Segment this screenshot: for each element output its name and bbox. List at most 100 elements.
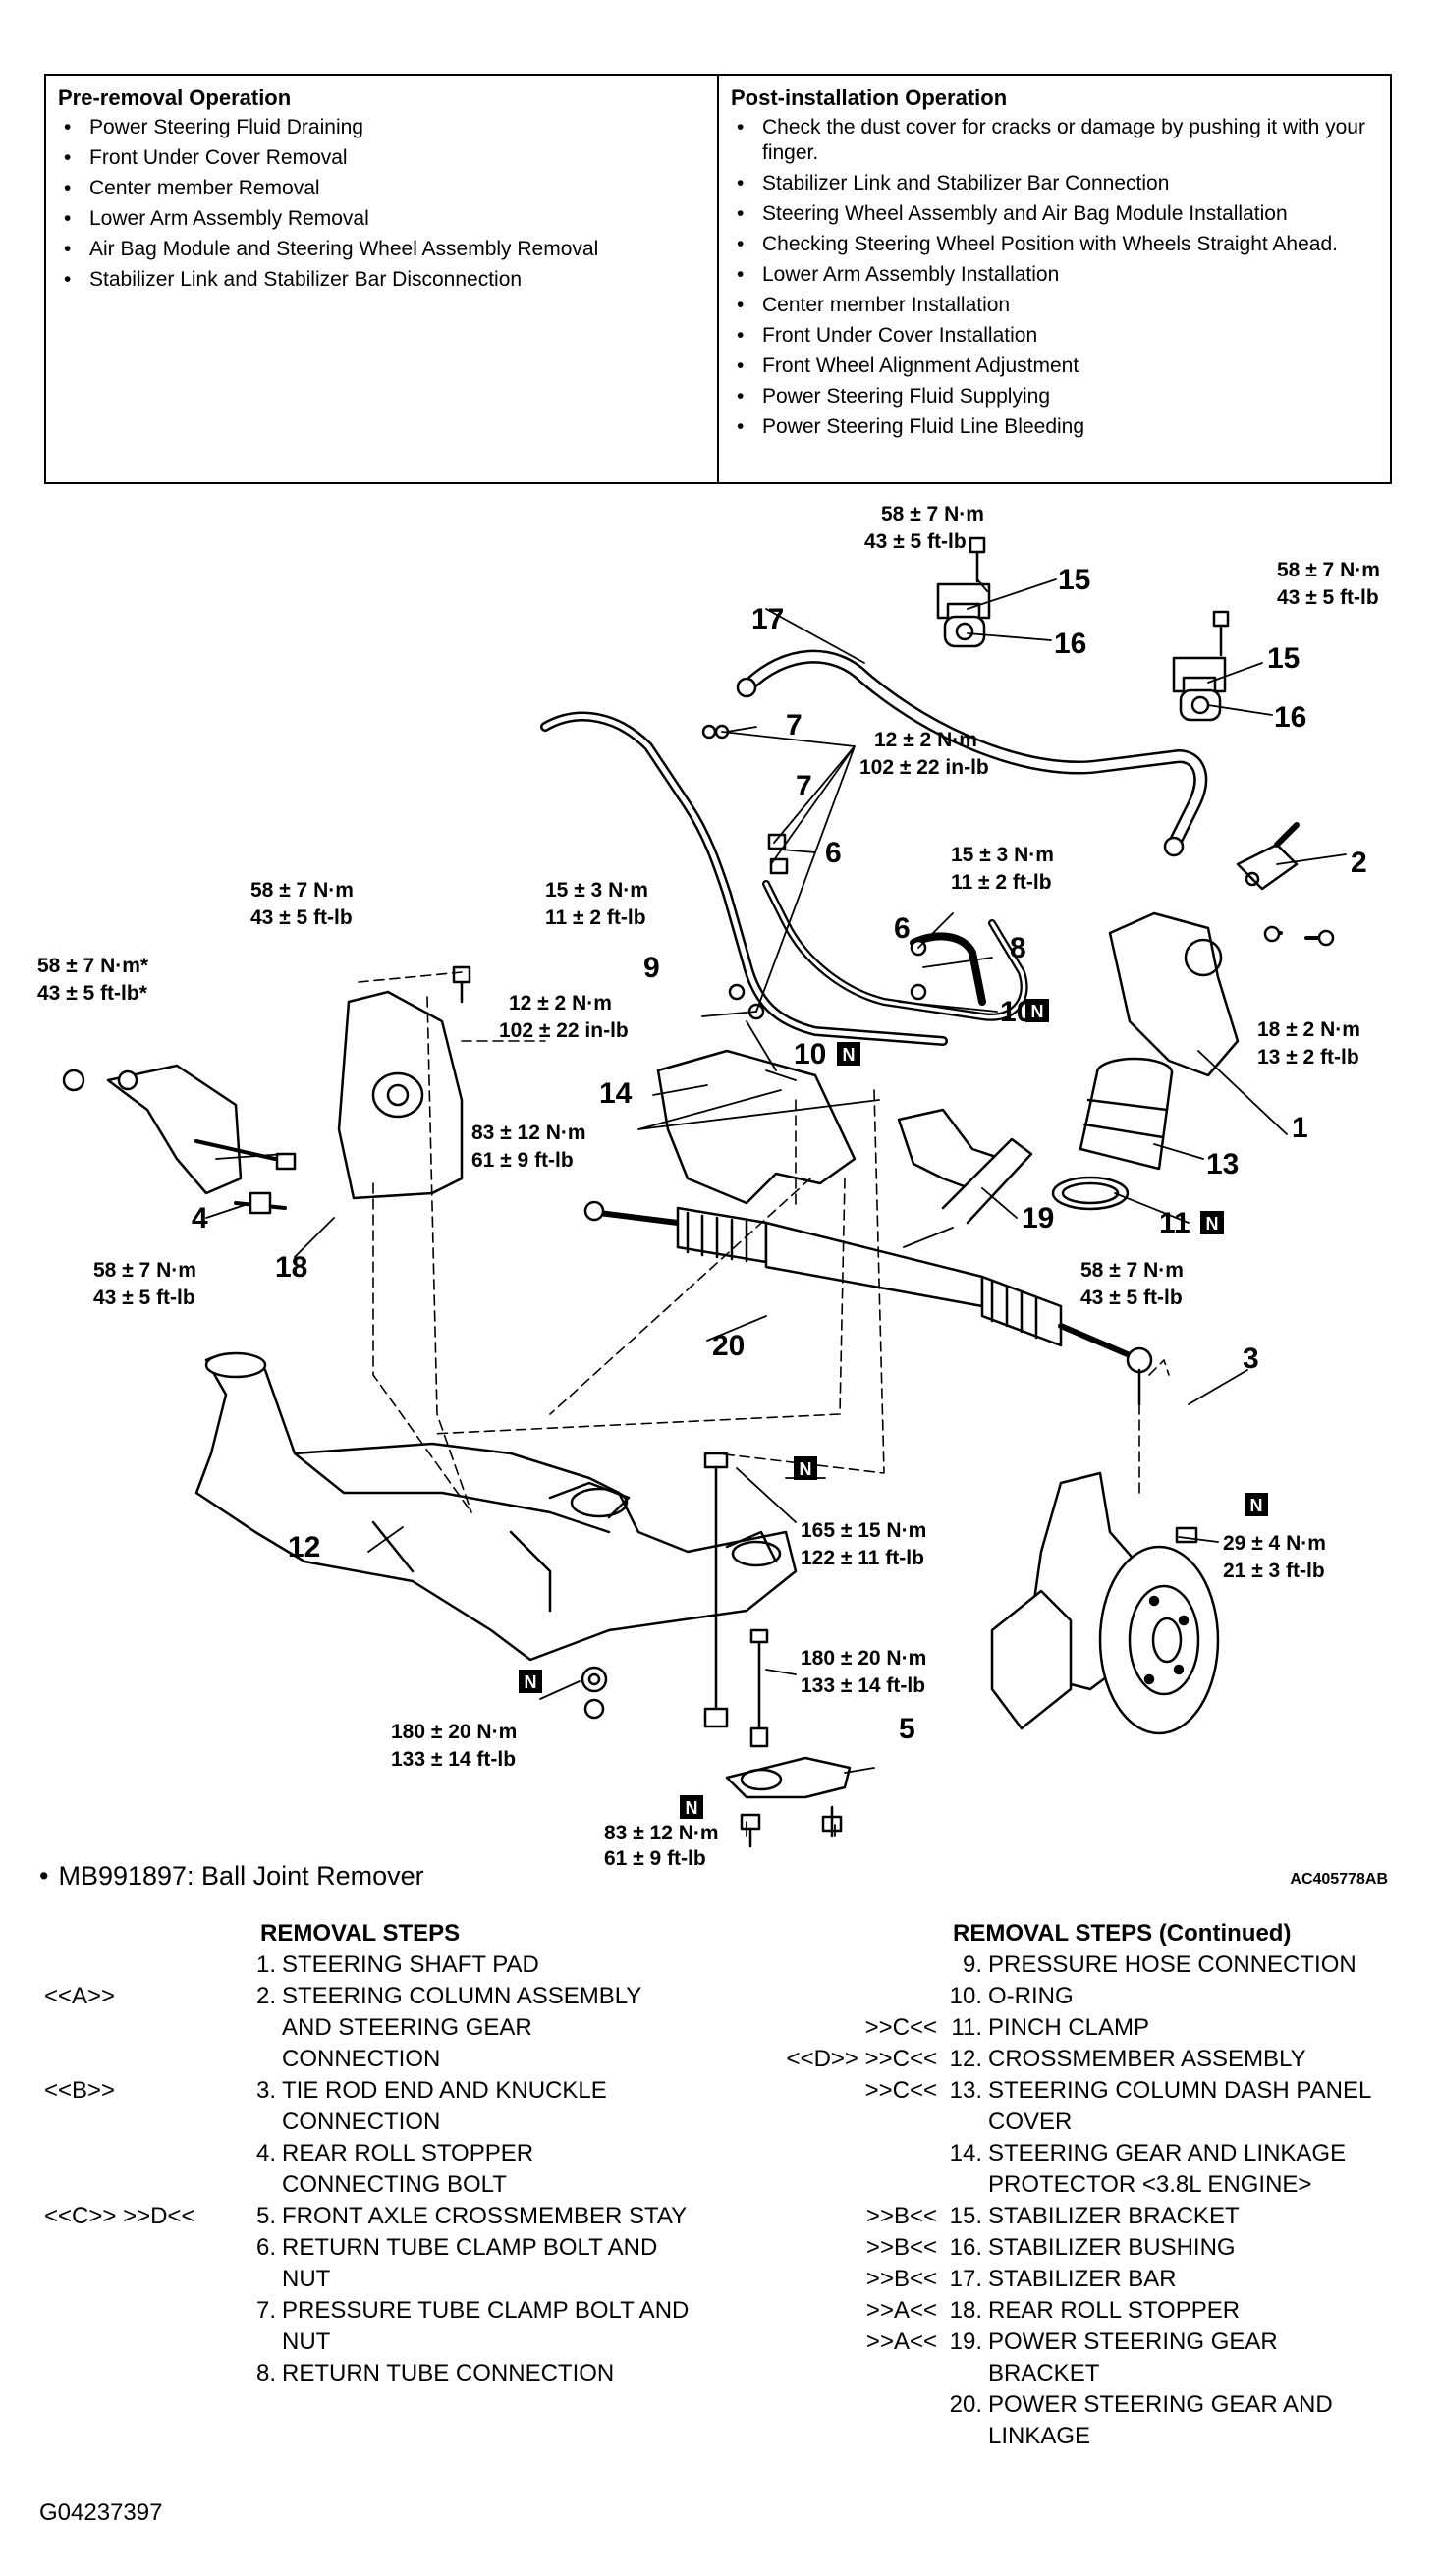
callout-4: 4	[192, 1202, 208, 1234]
torque-label: 43 ± 5 ft-lb	[864, 530, 967, 553]
callout-1: 1	[1292, 1112, 1308, 1144]
torque-label: 58 ± 7 N·m	[250, 879, 354, 902]
list-item: Power Steering Fluid Line Bleeding	[731, 414, 1378, 440]
callout-5: 5	[899, 1713, 915, 1745]
torque-label: 58 ± 7 N·m	[93, 1259, 196, 1282]
pre-removal-list: Power Steering Fluid Draining Front Unde…	[58, 115, 705, 293]
list-item: Checking Steering Wheel Position with Wh…	[731, 232, 1378, 257]
steering-rack	[583, 1137, 1153, 1406]
callout-12: 12	[288, 1531, 320, 1563]
torque-label: 61 ± 9 ft-lb	[471, 1149, 574, 1172]
pre-removal-title: Pre-removal Operation	[58, 85, 292, 110]
step-row: >>B<<15.STABILIZER BRACKET	[865, 2203, 1240, 2229]
list-item: Power Steering Fluid Supplying	[731, 384, 1378, 410]
bolt	[969, 536, 986, 583]
torque-label: 13 ± 2 ft-lb	[1257, 1046, 1359, 1069]
torque-label: 122 ± 11 ft-lb	[801, 1547, 924, 1569]
callout-17: 17	[751, 603, 784, 635]
callout-10: 10	[794, 1038, 826, 1070]
callout-2: 2	[1351, 847, 1367, 879]
n-mark: N	[1206, 1214, 1219, 1233]
step-row: 10.O-RING	[949, 1983, 1074, 2009]
list-item: Stabilizer Link and Stabilizer Bar Disco…	[58, 267, 705, 293]
n-mark: N	[525, 1672, 537, 1692]
column-boot	[1051, 1057, 1174, 1211]
torque-label: 43 ± 5 ft-lb	[1277, 586, 1379, 609]
crossmember	[194, 1351, 798, 1662]
torque-label: 43 ± 5 ft-lb	[250, 906, 353, 929]
step-row: >>A<<18.REAR ROLL STOPPER	[865, 2297, 1241, 2324]
special-tool: • MB991897: Ball Joint Remover	[39, 1861, 424, 1891]
torque-label: 83 ± 12 N·m	[604, 1822, 719, 1844]
step-row: 20.POWER STEERING GEAR AND LINKAGE	[949, 2391, 1333, 2449]
step-row: <<C>> >>D<<5.FRONT AXLE CROSSMEMBER STAY	[44, 2203, 688, 2229]
torque-label: 102 ± 22 in-lb	[499, 1019, 629, 1042]
exploded-diagram: N N N N N N N 1 2 3 4 5 6 6 7 7 8 9 10 1…	[37, 503, 1380, 1870]
torque-label: 43 ± 5 ft-lb	[1080, 1287, 1183, 1309]
step-row: >>C<<13.STEERING COLUMN DASH PANEL COVER	[864, 2077, 1371, 2135]
torque-label: 58 ± 7 N·m	[1277, 559, 1380, 581]
step-row: 9.PRESSURE HOSE CONNECTION	[962, 1951, 1356, 1978]
callout-10: 10	[1000, 996, 1032, 1028]
operations-table: Pre-removal Operation Power Steering Flu…	[44, 74, 1392, 484]
bullet-icon: •	[39, 1861, 49, 1891]
crossmember-stay	[725, 1756, 852, 1848]
list-item: Stabilizer Link and Stabilizer Bar Conne…	[731, 171, 1378, 196]
torque-label: 83 ± 12 N·m	[471, 1122, 586, 1144]
step-row: <<A>>2.STEERING COLUMN ASSEMBLY AND STEE…	[44, 1983, 641, 2072]
step-row: <<B>>3.TIE ROD END AND KNUCKLE CONNECTIO…	[44, 2077, 607, 2135]
list-item: Lower Arm Assembly Installation	[731, 262, 1378, 288]
torque-label: 102 ± 22 in-lb	[859, 756, 989, 779]
post-installation-title: Post-installation Operation	[731, 85, 1008, 110]
callout-18: 18	[275, 1251, 307, 1284]
leader-lines	[205, 578, 1347, 1837]
list-item: Front Under Cover Removal	[58, 145, 705, 171]
torque-label: 180 ± 20 N·m	[801, 1647, 926, 1670]
torque-specs: 58 ± 7 N·m 43 ± 5 ft-lb 58 ± 7 N·m 43 ± …	[37, 503, 1380, 1870]
list-item: Front Under Cover Installation	[731, 323, 1378, 349]
stabilizer-bracket-left	[936, 582, 991, 648]
step-row: 4.REAR ROLL STOPPER CONNECTING BOLT	[255, 2140, 534, 2198]
pre-removal-column: Pre-removal Operation Power Steering Flu…	[46, 76, 719, 482]
torque-label: 61 ± 9 ft-lb	[604, 1847, 706, 1870]
dash-panel-cover	[1108, 911, 1240, 1077]
torque-label: 165 ± 15 N·m	[801, 1519, 926, 1542]
torque-label: 11 ± 2 ft-lb	[951, 871, 1052, 894]
callout-8: 8	[1010, 932, 1026, 964]
step-row: >>B<<17.STABILIZER BAR	[865, 2266, 1177, 2292]
n-mark: N	[686, 1798, 698, 1818]
steering-column-joint	[1236, 822, 1300, 891]
list-item: Check the dust cover for cracks or damag…	[731, 115, 1378, 166]
torque-label: 15 ± 3 N·m	[545, 879, 648, 902]
step-row: <<D>> >>C<<12.CROSSMEMBER ASSEMBLY	[786, 2046, 1306, 2072]
step-row: 14.STEERING GEAR AND LINKAGE PROTECTOR <…	[949, 2140, 1347, 2198]
n-mark: N	[843, 1045, 856, 1065]
torque-label: 58 ± 7 N·m*	[37, 955, 149, 977]
callout-9: 9	[643, 952, 660, 984]
n-mark: N	[1031, 1002, 1044, 1021]
post-installation-column: Post-installation Operation Check the du…	[719, 76, 1390, 482]
post-installation-list: Check the dust cover for cracks or damag…	[731, 115, 1378, 440]
list-item: Power Steering Fluid Draining	[58, 115, 705, 140]
torque-label: 12 ± 2 N·m	[509, 992, 612, 1014]
callout-6: 6	[894, 912, 911, 945]
torque-label: 43 ± 5 ft-lb*	[37, 982, 148, 1005]
torque-label: 18 ± 2 N·m	[1257, 1018, 1360, 1041]
torque-label: 21 ± 3 ft-lb	[1223, 1560, 1325, 1582]
list-item: Lower Arm Assembly Removal	[58, 206, 705, 232]
torque-label: 11 ± 2 ft-lb	[545, 906, 646, 929]
alignment-lines	[358, 971, 1170, 1513]
special-tool-text: MB991897: Ball Joint Remover	[58, 1861, 424, 1891]
torque-label: 43 ± 5 ft-lb	[93, 1287, 195, 1309]
torque-label: 133 ± 14 ft-lb	[391, 1748, 516, 1771]
callout-16: 16	[1274, 701, 1306, 734]
step-row: >>B<<16.STABILIZER BUSHING	[865, 2234, 1236, 2261]
torque-label: 58 ± 7 N·m	[881, 503, 984, 525]
callout-16: 16	[1054, 628, 1086, 660]
callout-7: 7	[786, 709, 803, 741]
n-mark: N	[1250, 1496, 1263, 1515]
step-row: 6.RETURN TUBE CLAMP BOLT AND NUT	[255, 2234, 658, 2292]
callout-11: 11	[1159, 1207, 1190, 1239]
removal-steps-left: 1.STEERING SHAFT PAD <<A>>2.STEERING COL…	[44, 1949, 692, 2389]
list-item: Center member Installation	[731, 293, 1378, 318]
